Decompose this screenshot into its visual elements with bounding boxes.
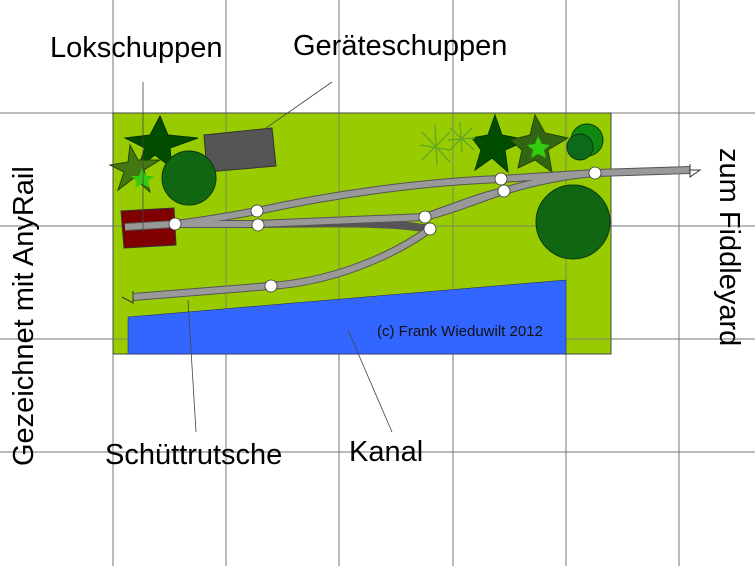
track-joints xyxy=(168,166,602,293)
label-lokschuppen: Lokschuppen xyxy=(50,32,223,64)
copyright-text: (c) Frank Wieduwilt 2012 xyxy=(377,323,543,340)
tool-shed xyxy=(203,127,277,173)
label-fiddleyard: zum Fiddleyard xyxy=(713,148,745,347)
trees xyxy=(108,113,611,260)
label-anyrail: Gezeichnet mit AnyRail xyxy=(8,166,40,466)
deciduous-tree-icon xyxy=(535,184,611,260)
canal-water xyxy=(127,279,567,355)
fern-icon xyxy=(419,121,476,166)
label-kanal: Kanal xyxy=(349,436,424,468)
label-geraeteschuppen: Geräteschuppen xyxy=(293,30,508,62)
label-schuettrutsche: Schüttrutsche xyxy=(105,439,283,471)
leader-lines xyxy=(142,81,393,433)
deciduous-tree-icon xyxy=(161,150,217,206)
